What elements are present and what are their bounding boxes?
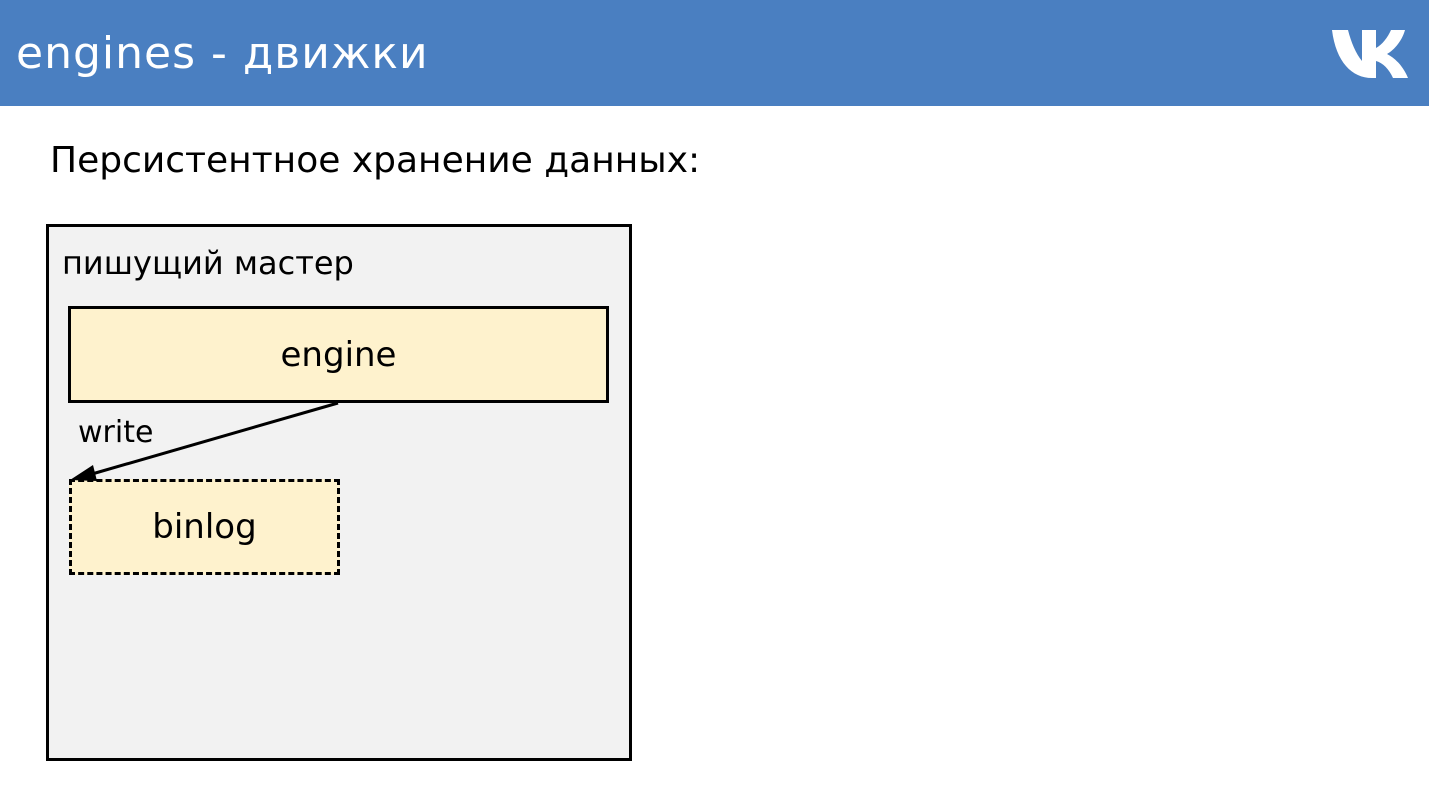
- slide-title: engines - движки: [16, 28, 429, 79]
- vk-logo-icon: [1332, 30, 1408, 78]
- header-bar: engines - движки: [0, 0, 1429, 106]
- engine-node: engine: [68, 306, 609, 403]
- writing-master-label: пишущий мастер: [62, 244, 354, 282]
- slide-subtitle: Персистентное хранение данных:: [50, 140, 701, 181]
- binlog-node: binlog: [69, 479, 340, 575]
- binlog-node-label: binlog: [152, 507, 257, 547]
- engine-node-label: engine: [280, 334, 397, 375]
- write-edge-label: write: [78, 415, 154, 450]
